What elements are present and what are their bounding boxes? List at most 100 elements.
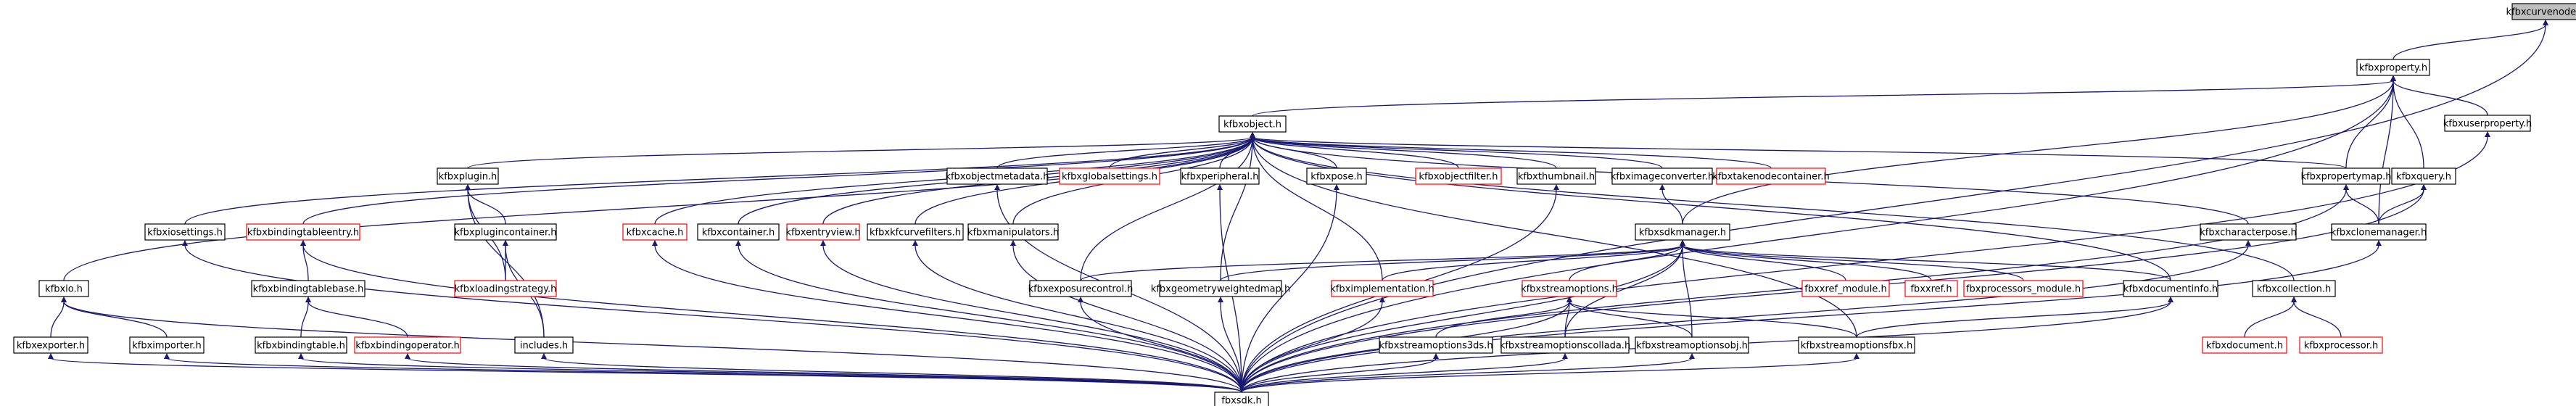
node-bindingoperator[interactable]: kfbxbindingoperator.h [354,336,461,354]
node-imageconverter[interactable]: kfbximageconverter.h [1611,167,1714,185]
node-streamoptionsobj[interactable]: kfbxstreamoptionsobj.h [1635,336,1749,354]
node-box [454,280,557,297]
node-container[interactable]: kfbxcontainer.h [697,223,780,241]
node-entryview[interactable]: kfbxentryview.h [785,223,861,241]
node-box [946,167,1048,185]
node-io[interactable]: kfbxio.h [38,280,89,297]
edge-bindingoperator-to-bindingtablebase [305,297,408,338]
node-box [2391,167,2456,185]
edge-arrowhead [1218,297,1223,302]
edge-fbxsdk-to-streamoptionsfbx [1241,353,1859,393]
node-processors_module[interactable]: fbxprocessors_module.h [1963,280,2084,297]
node-label: kfbxio.h [45,284,83,295]
node-box [255,336,347,354]
edge-arrowhead [1379,297,1385,302]
node-label: kfbxperipheral.h [1181,172,1258,183]
node-plugincontainer[interactable]: kfbxplugincontainer.h [454,223,557,241]
node-xref_module[interactable]: fbxxref_module.h [1801,280,1890,297]
node-cache[interactable]: kfbxcache.h [622,223,688,241]
node-collection[interactable]: kfbxcollection.h [2252,280,2336,297]
node-includes[interactable]: includes.h [514,336,574,354]
edge-fbxsdk-to-clonemanager [1241,240,2382,393]
node-xref[interactable]: fbxxref.h [1904,280,1958,297]
node-bindingtableentry[interactable]: kfbxbindingtableentry.h [246,223,360,241]
node-plugin[interactable]: kfbxplugin.h [437,167,499,185]
node-propertymap[interactable]: kfbxpropertymap.h [2301,167,2392,185]
node-object[interactable]: kfbxobject.h [1218,115,1287,133]
node-box [2202,336,2287,354]
edge-fbxsdk-to-manipulators [1010,240,1242,393]
edge-line [1569,301,1857,338]
node-box [2331,223,2427,241]
edge-line [2393,80,2488,116]
node-bindingtablebase[interactable]: kfbxbindingtablebase.h [251,280,366,297]
node-objectmetadata[interactable]: kfbxobjectmetadata.h [945,167,1049,185]
node-clonemanager[interactable]: kfbxclonemanager.h [2331,223,2427,241]
node-box [1801,280,1890,297]
node-property[interactable]: kfbxproperty.h [2356,59,2430,76]
node-exposurecontrol[interactable]: kfbxexposurecontrol.h [1028,280,1134,297]
edge-arrowhead [2168,297,2174,302]
node-characterpose[interactable]: kfbxcharacterpose.h [2200,223,2297,241]
node-thumbnail[interactable]: kfbxthumbnail.h [1516,167,1596,185]
edge-line [1241,136,2488,393]
node-label: kfbxstreamoptionsobj.h [1636,341,1748,352]
edge-arrowhead [2291,297,2297,302]
node-bindingtable[interactable]: kfbxbindingtable.h [255,336,347,354]
node-documentinfo[interactable]: kfbxdocumentinfo.h [2123,280,2218,297]
edge-arrowhead [300,240,306,246]
node-exporter[interactable]: kfbxexporter.h [13,336,88,354]
node-loadingstrategy[interactable]: kfbxloadingstrategy.h [454,280,557,297]
node-fbxsdk[interactable]: fbxsdk.h [1214,392,1269,406]
node-label: kfbxclonemanager.h [2331,228,2427,239]
node-curvefilters[interactable]: kfbxkfcurvefilters.h [867,223,964,241]
node-streamoptions[interactable]: kfbxstreamoptions.h [1521,280,1618,297]
node-box [2299,336,2383,354]
node-sdkmanager[interactable]: kfbxsdkmanager.h [1635,223,1730,241]
edge-line [2393,24,2546,60]
edge-property-to-curvenode [2393,20,2548,60]
node-label: kfbxcollection.h [2257,284,2332,295]
edge-fbxsdk-to-streamoptionsobj [1241,353,1695,393]
edge-line [1252,136,1857,338]
edge-arrowhead [541,353,547,359]
edge-line [1241,244,2249,393]
edge-line [654,244,1242,393]
edge-arrowhead [1854,353,1859,359]
node-label: kfbxpropertymap.h [2301,172,2392,183]
node-label: kfbxsdkmanager.h [1639,228,1726,239]
edge-arrowhead [1078,297,1083,302]
node-streamoptionscollada[interactable]: kfbxstreamoptionscollada.h [1500,336,1630,354]
node-label: kfbxprocessor.h [2304,341,2378,352]
node-query[interactable]: kfbxquery.h [2391,167,2456,185]
node-streamoptions3ds[interactable]: kfbxstreamoptions3ds.h [1379,336,1493,354]
node-box [251,280,366,297]
node-peripheral[interactable]: kfbxperipheral.h [1180,167,1260,185]
node-importer[interactable]: kfbximporter.h [129,336,205,354]
node-label: kfbxstreamoptions.h [1521,284,1618,295]
node-curvenode[interactable]: kfbxcurvenode.h [2506,3,2576,20]
edge-arrowhead [48,353,54,359]
node-globalsettings[interactable]: kfbxglobalsettings.h [1059,167,1160,185]
node-pose[interactable]: kfbxpose.h [1306,167,1367,185]
node-streamoptionsfbx[interactable]: kfbxstreamoptionsfbx.h [1798,336,1915,354]
node-takenodecontainer[interactable]: kfbxtakenodecontainer.h [1712,167,1830,185]
node-box [2302,167,2390,185]
node-geometryweightedmap[interactable]: kfbxgeometryweightedmap.h [1151,280,1290,297]
node-userproperty[interactable]: kfbxuserproperty.h [2443,115,2532,132]
node-processor[interactable]: kfbxprocessor.h [2299,336,2383,354]
edge-line [63,301,168,338]
edge-takenodecontainer-to-object [1250,132,1772,169]
edge-line [1564,244,1683,338]
node-objectfilter[interactable]: kfbxobjectfilter.h [1415,167,1502,185]
node-manipulators[interactable]: kfbxmanipulators.h [967,223,1059,241]
node-implementation[interactable]: kfbximplementation.h [1330,280,1434,297]
node-label: kfbxentryview.h [785,228,860,239]
node-iosettings[interactable]: kfbxiosettings.h [144,223,226,241]
node-document[interactable]: kfbxdocument.h [2202,336,2287,354]
node-box [2200,223,2297,241]
edge-line [1252,136,2171,281]
edge-line [1241,357,1693,393]
node-box [144,223,226,241]
